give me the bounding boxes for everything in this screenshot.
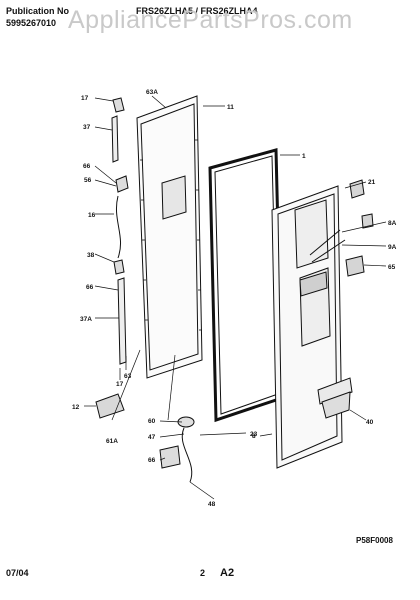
callout-11: 11	[227, 104, 234, 111]
door-gasket	[208, 148, 284, 423]
watermark: AppliancePartsPros.com	[68, 6, 353, 34]
callout-63: 63	[124, 373, 132, 380]
callout-66-left: 66	[83, 163, 91, 170]
hinge-bracket	[95, 393, 125, 419]
door-liner	[271, 185, 353, 469]
callout-56: 56	[84, 177, 92, 184]
callout-8a: 8A	[388, 220, 397, 227]
callout-60: 60	[148, 418, 156, 425]
footer-page-number: 2	[200, 568, 206, 578]
callout-21: 21	[368, 179, 376, 186]
footer-section: A2	[220, 567, 235, 579]
door-outer-panel	[136, 95, 203, 379]
part-66-mid	[345, 255, 365, 277]
callout-12: 12	[72, 404, 80, 411]
model-codes: FRS26ZLHA5 / FRS26ZLHA4	[136, 6, 258, 16]
part-66-top	[349, 179, 365, 199]
callout-48: 48	[208, 501, 216, 508]
callout-17-top: 17	[81, 95, 89, 102]
callout-66-lower: 66	[86, 284, 94, 291]
callout-17-bottom: 17	[116, 381, 124, 388]
part-9a	[361, 213, 374, 229]
callout-1: 1	[302, 153, 306, 160]
callout-65: 65	[388, 264, 396, 271]
callout-8: 8	[252, 433, 256, 440]
callout-9a: 9A	[388, 244, 397, 251]
callout-40: 40	[366, 419, 374, 426]
publication-label: Publication No	[6, 6, 69, 16]
footer-date: 07/04	[6, 568, 29, 578]
callout-66-bottom: 66	[148, 457, 156, 464]
callout-23: 23	[250, 431, 258, 438]
wire-harness	[159, 416, 195, 483]
callout-38: 38	[87, 252, 95, 259]
callout-47: 47	[148, 434, 156, 441]
callout-37a: 37A	[80, 316, 92, 323]
callout-16: 16	[88, 212, 96, 219]
callout-63a: 63A	[146, 89, 158, 96]
publication-number: 5995267010	[6, 18, 57, 28]
callout-37: 37	[83, 124, 91, 131]
figure-code: P58F0008	[356, 536, 393, 545]
callout-61a: 61A	[106, 438, 118, 445]
trim-strips	[111, 97, 129, 365]
callout-labels: 17 63A 11 37 1 66 21 56 8A 16 9A 38 65 6…	[72, 89, 397, 508]
